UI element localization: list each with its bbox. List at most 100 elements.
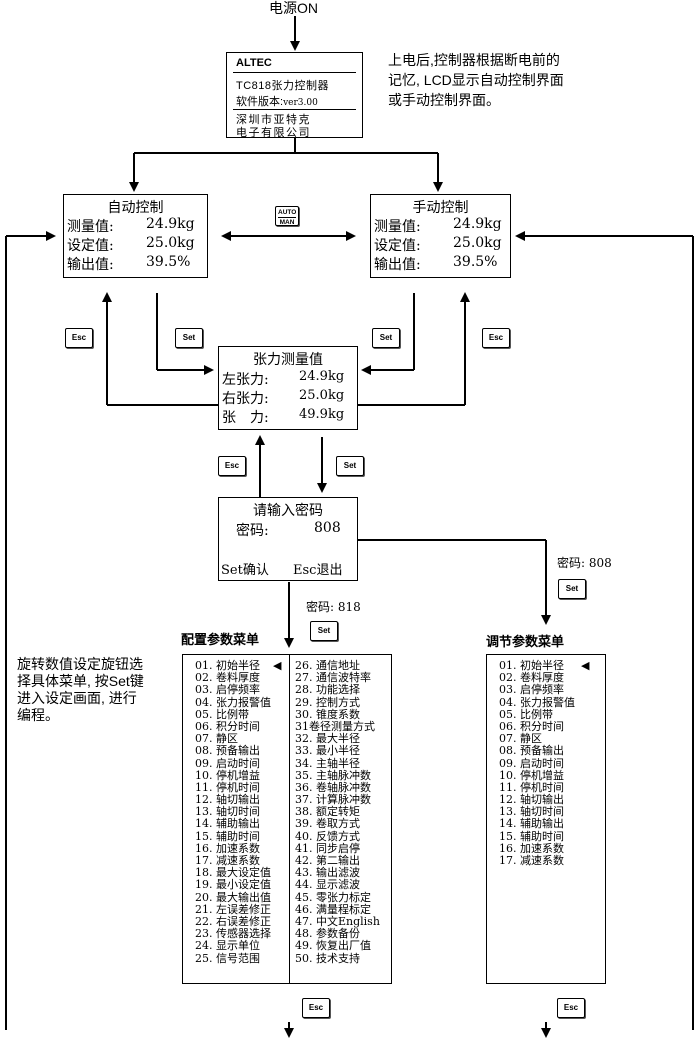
menu-item[interactable]: 11. 停机时间: [195, 780, 260, 794]
menu-item[interactable]: 08. 预备输出: [499, 744, 564, 758]
menu-item[interactable]: 37. 计算脉冲数: [295, 793, 371, 807]
esc-key-adjust-exit[interactable]: Esc: [557, 998, 585, 1018]
auto-man-key[interactable]: AUTO MAN: [275, 206, 299, 226]
esc-key-manual-return[interactable]: Esc: [482, 328, 510, 348]
set-key-tension-enter[interactable]: Set: [336, 456, 364, 476]
menu-item[interactable]: 03. 启停频率: [195, 683, 260, 697]
esc-key-auto-return[interactable]: Esc: [65, 328, 93, 348]
menu-item[interactable]: 21. 左误差修正: [195, 902, 271, 916]
menu-item[interactable]: 18. 最大设定值: [195, 866, 271, 880]
menu-item[interactable]: 45. 零张力标定: [295, 890, 371, 904]
auto-row-setpoint: 设定值:: [67, 235, 114, 255]
menu-item[interactable]: 07. 静区: [195, 732, 238, 746]
menu-item[interactable]: 28. 功能选择: [295, 683, 360, 697]
menu-item[interactable]: 20. 最大输出值: [195, 890, 271, 904]
menu-item[interactable]: 32. 最大半径: [295, 732, 360, 746]
menu-item[interactable]: 10. 停机增益: [195, 768, 260, 782]
menu-item[interactable]: 12. 轴切输出: [195, 793, 260, 807]
menu-item[interactable]: 46. 满量程标定: [295, 902, 371, 916]
password-exit: Esc退出: [293, 563, 343, 578]
menu-item[interactable]: 35. 主轴脉冲数: [295, 768, 371, 782]
menu-item[interactable]: 33. 最小半径: [295, 744, 360, 758]
side-note: 旋转数值设定旋钮选 择具体菜单, 按Set键 进入设定画面, 进行 编程。: [17, 656, 144, 724]
password-title: 请输入密码: [253, 503, 323, 519]
menu-item[interactable]: 05. 比例带: [499, 707, 553, 721]
manual-value-output: 39.5%: [453, 254, 498, 270]
menu-item[interactable]: 02. 卷料厚度: [195, 671, 260, 685]
set-key-manual-enter[interactable]: Set: [372, 328, 400, 348]
row-label: 设定值:: [67, 238, 114, 254]
auto-value-measured: 24.9kg: [146, 216, 195, 232]
menu-item[interactable]: 23. 传感器选择: [195, 927, 271, 941]
tension-left-label: 左张力:: [222, 372, 269, 388]
menu-item[interactable]: 17. 减速系数: [499, 854, 564, 867]
menu-item[interactable]: 10. 停机增益: [499, 768, 564, 782]
menu-item[interactable]: 34. 主轴半径: [295, 756, 360, 770]
menu-item[interactable]: 48. 参数备份: [295, 927, 360, 941]
side-note-line: 择具体菜单, 按Set键: [17, 673, 144, 689]
menu-item[interactable]: 16. 加速系数: [499, 841, 564, 855]
menu-item[interactable]: 16. 加速系数: [195, 841, 260, 855]
menu-item[interactable]: 47. 中文English: [295, 914, 380, 928]
menu-item[interactable]: 15. 辅助时间: [195, 829, 260, 843]
set-key-config-menu[interactable]: Set: [310, 621, 338, 641]
esc-key-tension-return[interactable]: Esc: [218, 456, 246, 476]
set-key-adjust-menu[interactable]: Set: [558, 579, 586, 599]
menu-item[interactable]: 50. 技术支持: [295, 951, 360, 965]
menu-item[interactable]: 09. 启动时间: [195, 756, 260, 770]
menu-item[interactable]: 15. 辅助时间: [499, 829, 564, 843]
menu-item[interactable]: 13. 轴切时间: [499, 805, 564, 819]
menu-item[interactable]: 13. 轴切时间: [195, 805, 260, 819]
brand-label: ALTEC: [236, 57, 272, 69]
menu-item[interactable]: 01. 初始半径: [195, 659, 260, 672]
menu-item[interactable]: 03. 启停频率: [499, 683, 564, 697]
menu-item[interactable]: 41. 同步启停: [295, 841, 360, 855]
menu-item[interactable]: 01. 初始半径: [499, 659, 564, 672]
menu-item[interactable]: 11. 停机时间: [499, 780, 564, 794]
menu-item[interactable]: 14. 辅助输出: [499, 817, 564, 831]
man-key-label: MAN: [279, 219, 295, 226]
manual-value-measured: 24.9kg: [453, 216, 502, 232]
menu-item[interactable]: 40. 反馈方式: [295, 829, 360, 843]
menu-item[interactable]: 12. 轴切输出: [499, 793, 564, 807]
esc-key-config-exit[interactable]: Esc: [302, 998, 330, 1018]
password-label: 密码:: [236, 523, 269, 539]
menu-item[interactable]: 06. 积分时间: [195, 719, 260, 733]
menu-item[interactable]: 43. 输出滤波: [295, 866, 360, 880]
tension-measure-box: 张力测量值 左张力: 24.9kg 右张力: 25.0kg 张 力: 49.9k…: [218, 346, 358, 430]
menu-item[interactable]: 27. 通信波特率: [295, 671, 371, 685]
menu-item[interactable]: 26. 通信地址: [295, 659, 360, 672]
menu-item[interactable]: 14. 辅助输出: [195, 817, 260, 831]
menu-item[interactable]: 25. 信号范围: [195, 951, 260, 965]
menu-item[interactable]: 04. 张力报警值: [499, 695, 575, 709]
menu-item[interactable]: 05. 比例带: [195, 707, 249, 721]
menu-item[interactable]: 17. 减速系数: [195, 854, 260, 867]
startup-note: 上电后,控制器根据断电前的 记忆, LCD显示自动控制界面 或手动控制界面。: [388, 50, 564, 110]
manual-value-setpoint: 25.0kg: [453, 235, 502, 251]
config-menu-divider: [289, 655, 290, 983]
menu-item[interactable]: 36. 卷轴脉冲数: [295, 780, 371, 794]
menu-item[interactable]: 31卷径测量方式: [295, 719, 375, 733]
menu-item[interactable]: 04. 张力报警值: [195, 695, 271, 709]
menu-item[interactable]: 38. 额定转矩: [295, 805, 360, 819]
menu-item[interactable]: 42. 第二输出: [295, 854, 360, 867]
menu-item[interactable]: 07. 静区: [499, 732, 542, 746]
menu-item[interactable]: 24. 显示单位: [195, 939, 260, 953]
menu-item[interactable]: 49. 恢复出厂值: [295, 939, 371, 953]
menu-item[interactable]: 30. 锥度系数: [295, 707, 360, 721]
menu-item[interactable]: 29. 控制方式: [295, 695, 360, 709]
tension-left-value: 24.9kg: [299, 369, 345, 384]
set-key-auto-enter[interactable]: Set: [175, 328, 203, 348]
menu-item[interactable]: 19. 最小设定值: [195, 878, 271, 892]
menu-item[interactable]: 08. 预备输出: [195, 744, 260, 758]
menu-item[interactable]: 39. 卷取方式: [295, 817, 360, 831]
menu-item[interactable]: 02. 卷料厚度: [499, 671, 564, 685]
menu-item[interactable]: 22. 右误差修正: [195, 914, 271, 928]
password-value[interactable]: 808: [314, 520, 341, 536]
tension-total-value: 49.9kg: [299, 407, 345, 422]
auto-control-box: 自动控制 测量值: 24.9kg 设定值: 25.0kg 输出值: 39.5%: [63, 194, 208, 278]
menu-item[interactable]: 44. 显示滤波: [295, 878, 360, 892]
menu-item[interactable]: 06. 积分时间: [499, 719, 564, 733]
manual-row-output: 输出值:: [374, 257, 421, 273]
menu-item[interactable]: 09. 启动时间: [499, 756, 564, 770]
